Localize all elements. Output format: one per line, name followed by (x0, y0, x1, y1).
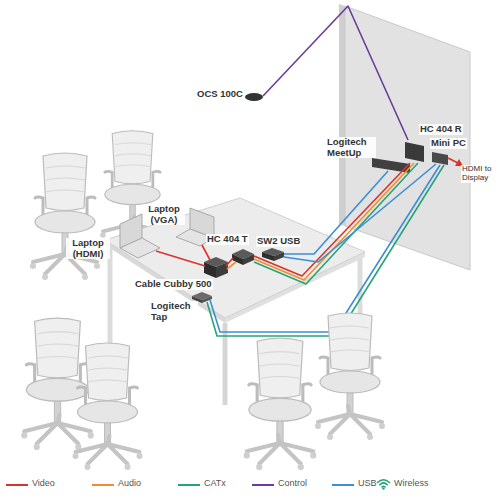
table-top (105, 198, 365, 318)
part-label: Logitech Tap (150, 301, 198, 322)
video-cable (156, 251, 205, 266)
wifi-arcs (378, 480, 390, 487)
audio-cable (254, 163, 414, 280)
legend-text: CATx (204, 479, 226, 489)
part-label: HDMI to Display (461, 165, 497, 183)
hc404t-side (243, 254, 254, 265)
usb-cable (210, 165, 440, 332)
part-label: HC 404 T (206, 234, 249, 245)
control-cable (263, 6, 408, 140)
part-label: Logitech MeetUp (326, 137, 376, 158)
video-cable (254, 163, 410, 276)
legend-text: Video (32, 479, 55, 489)
part-label: OCS 100C (196, 89, 244, 100)
chair (30, 153, 100, 280)
legend-text: Wireless (394, 479, 429, 489)
legend-swatch (6, 484, 28, 486)
minipc-device (432, 152, 448, 165)
cubby-side (216, 262, 228, 278)
hc404r-device (405, 142, 424, 162)
chair (73, 343, 143, 470)
part-label: Laptop (HDMI) (66, 238, 110, 259)
legend-swatch (332, 484, 354, 486)
wifi-icon (376, 478, 391, 490)
laptop-keyboard (120, 238, 160, 258)
wifi-dot (382, 487, 384, 489)
legend-text: USB (358, 479, 377, 489)
legend-swatch (178, 484, 200, 486)
part-label: Mini PC (430, 138, 467, 149)
ocs-sensor (245, 93, 263, 101)
chair (244, 338, 317, 470)
legend-swatch (92, 484, 114, 486)
catx-cable (207, 165, 444, 336)
meetup-device (372, 158, 410, 173)
cubby-side (204, 262, 216, 278)
catx-cable (254, 163, 418, 284)
video-cable (202, 245, 210, 260)
table-leg (108, 245, 113, 345)
part-label: SW2 USB (256, 236, 301, 247)
legend-swatch (252, 484, 274, 486)
legend-text: Control (278, 479, 307, 489)
chair (21, 318, 94, 450)
part-label: Laptop (VGA) (143, 204, 185, 225)
part-label: HC 404 R (419, 124, 463, 135)
display-side (339, 4, 345, 226)
part-label: Cable Cubby 500 (134, 279, 213, 290)
chair (315, 313, 385, 440)
sw2-side (274, 252, 284, 261)
legend-text: Audio (118, 479, 141, 489)
audio-cable (227, 262, 236, 269)
video-cable (448, 158, 458, 163)
